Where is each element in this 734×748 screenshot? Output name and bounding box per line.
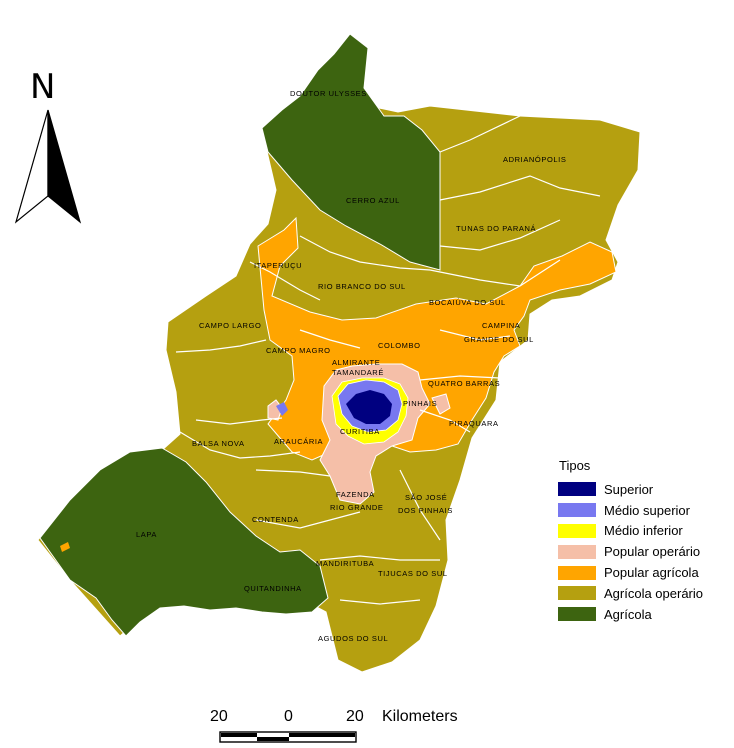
label-adrianopolis: ADRIANÓPOLIS	[503, 155, 566, 164]
region-superior	[346, 390, 392, 424]
legend-swatch	[558, 565, 596, 580]
label-bocaiuva-do-sul: BOCAIÚVA DO SUL	[429, 298, 506, 307]
label-rio-branco-do-sul: RIO BRANCO DO SUL	[318, 282, 406, 291]
legend-item-popular-operario: Popular operário	[558, 541, 703, 562]
label-itaperucu: ITAPERUÇU	[254, 261, 302, 270]
label-tunas-do-parana: TUNAS DO PARANÁ	[456, 224, 536, 233]
north-arrow-icon	[14, 109, 82, 224]
label-tijucas-do-sul: TIJUCAS DO SUL	[378, 569, 448, 578]
municipality-labels: DOUTOR ULYSSES ADRIANÓPOLIS CERRO AZUL T…	[136, 89, 566, 643]
label-araucaria: ARAUCÁRIA	[274, 437, 323, 446]
label-pinhais: PINHAIS	[403, 399, 437, 408]
legend-item-label: Médio inferior	[604, 523, 683, 539]
legend-item-label: Popular operário	[604, 544, 701, 560]
legend-swatch	[558, 523, 596, 538]
scale-center-value: 0	[284, 708, 293, 725]
legend-item-medio-inferior: Médio inferior	[558, 521, 703, 542]
label-campina-grande-do-sul: CAMPINA	[482, 321, 520, 330]
legend-item-agricola: Agrícola	[558, 604, 703, 625]
label-fazenda-rio-grande-2: RIO GRANDE	[330, 503, 384, 512]
legend-item-label: Agrícola operário	[604, 585, 703, 601]
scale-unit: Kilometers	[382, 708, 458, 725]
legend-item-label: Médio superior	[604, 502, 690, 518]
label-contenda: CONTENDA	[252, 515, 299, 524]
label-campo-largo: CAMPO LARGO	[199, 321, 261, 330]
legend-swatch	[558, 503, 596, 518]
label-curitiba: CURITIBA	[340, 427, 380, 436]
legend-swatch	[558, 607, 596, 622]
scale-left-value: 20	[210, 708, 228, 725]
legend-item-agricola-operario: Agrícola operário	[558, 583, 703, 604]
label-quatro-barras: QUATRO BARRAS	[428, 379, 500, 388]
label-almirante-tamandare: ALMIRANTE	[332, 358, 380, 367]
label-mandirituba: MANDIRITUBA	[316, 559, 374, 568]
label-campo-magro: CAMPO MAGRO	[266, 346, 331, 355]
legend-item-label: Popular agrícola	[604, 565, 699, 581]
legend-swatch	[558, 482, 596, 497]
legend-item-medio-superior: Médio superior	[558, 500, 703, 521]
scale-bar	[219, 731, 357, 743]
label-balsa-nova: BALSA NOVA	[192, 439, 245, 448]
legend-item-popular-agricola: Popular agrícola	[558, 562, 703, 583]
legend: Tipos Superior Médio superior Médio infe…	[558, 458, 703, 625]
legend-item-label: Agrícola	[604, 606, 652, 622]
label-sao-jose-dos-pinhais: SÃO JOSÉ	[405, 493, 447, 502]
municipal-boundaries	[175, 115, 601, 605]
label-sao-jose-dos-pinhais-2: DOS PINHAIS	[398, 506, 453, 515]
label-lapa: LAPA	[136, 530, 157, 539]
label-fazenda-rio-grande: FAZENDA	[336, 490, 375, 499]
legend-item-superior: Superior	[558, 479, 703, 500]
region-medio-superior-west	[276, 402, 288, 416]
label-cerro-azul: CERRO AZUL	[346, 196, 400, 205]
north-label: N	[30, 67, 56, 107]
label-doutor-ulysses: DOUTOR ULYSSES	[290, 89, 367, 98]
label-colombo: COLOMBO	[378, 341, 421, 350]
label-quitandinha: QUITANDINHA	[244, 584, 302, 593]
region-popular-operario-east	[431, 393, 451, 415]
label-almirante-tamandare-2: TAMANDARÉ	[332, 368, 384, 377]
label-agudos-do-sul: AGUDOS DO SUL	[318, 634, 388, 643]
legend-swatch	[558, 586, 596, 601]
region-agricola-south	[39, 447, 329, 637]
legend-swatch	[558, 544, 596, 559]
label-campina-grande-do-sul-2: GRANDE DO SUL	[464, 335, 534, 344]
legend-item-label: Superior	[604, 481, 654, 497]
legend-title: Tipos	[559, 458, 591, 473]
label-piraquara: PIRAQUARA	[449, 419, 499, 428]
region-agricola-north	[261, 33, 441, 271]
region-agricola-lapa-dot	[60, 542, 70, 552]
scale-right-value: 20	[346, 708, 364, 725]
